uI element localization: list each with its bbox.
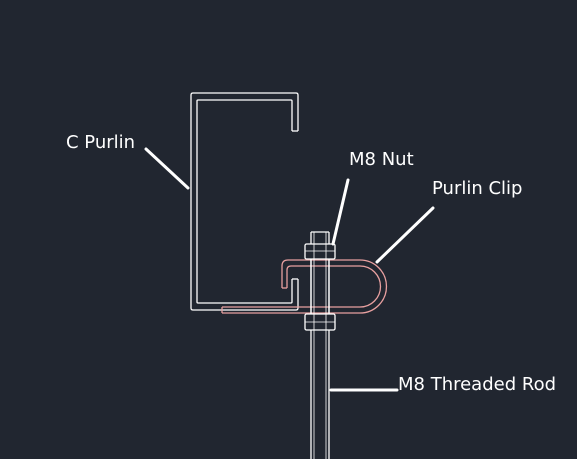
nut-top-body	[304, 243, 336, 260]
leader-lines	[144, 147, 435, 392]
c-purlin	[190, 92, 299, 311]
c-purlin-inner	[196, 99, 293, 304]
label-purlin-clip: Purlin Clip	[432, 178, 522, 199]
m8-nut-bottom	[304, 313, 336, 331]
c-purlin-outer	[190, 92, 299, 311]
purlin-clip-outer	[222, 259, 388, 314]
rod-through-clip	[310, 259, 330, 314]
label-threaded-rod: M8 Threaded Rod	[398, 374, 556, 395]
purlin-clip-inner	[222, 265, 382, 308]
leader-purlin-clip	[375, 206, 435, 264]
purlin-clip	[221, 259, 388, 314]
m8-nut-top	[304, 243, 336, 260]
leader-m8-nut	[331, 178, 350, 246]
label-m8-nut: M8 Nut	[349, 149, 414, 170]
label-c-purlin: C Purlin	[66, 132, 135, 153]
leader-c-purlin	[144, 147, 190, 190]
